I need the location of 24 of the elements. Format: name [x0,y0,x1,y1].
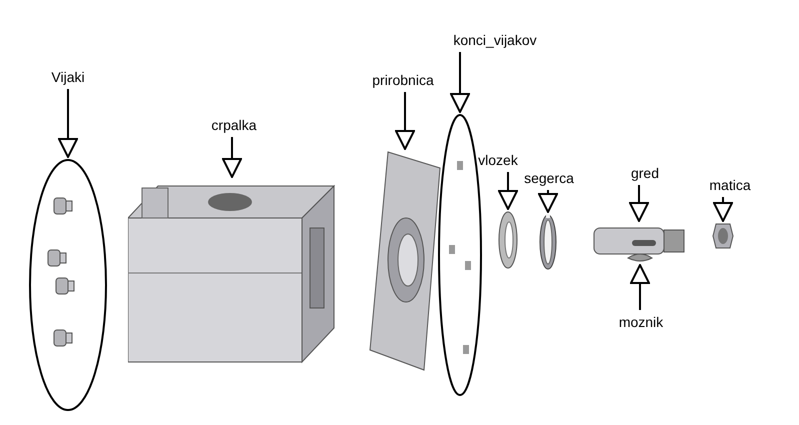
part-label: moznik [610,312,672,332]
bushing-ring-drawing [496,210,520,270]
arrow [538,190,558,213]
circlip-drawing [538,213,558,271]
part-label: prirobnica [365,70,441,90]
part-label: gred [625,163,665,183]
part-label: Vijaki [40,67,96,87]
part-label: crpalka [205,115,263,135]
arrow [395,92,415,150]
arrow [713,197,733,222]
screws-drawing [28,158,108,412]
part-label: segerca [522,168,576,188]
arrow [222,137,242,178]
arrow [498,172,518,210]
arrow [630,264,650,310]
arrow [450,52,470,113]
part-label: vlozek [476,150,520,170]
arrow [58,89,78,158]
arrow [629,185,649,222]
part-label: matica [706,175,754,195]
part-label: konci_vijakov [443,30,547,50]
key-drawing [626,252,654,264]
flange-drawing [368,150,442,372]
nut-drawing [712,222,734,250]
